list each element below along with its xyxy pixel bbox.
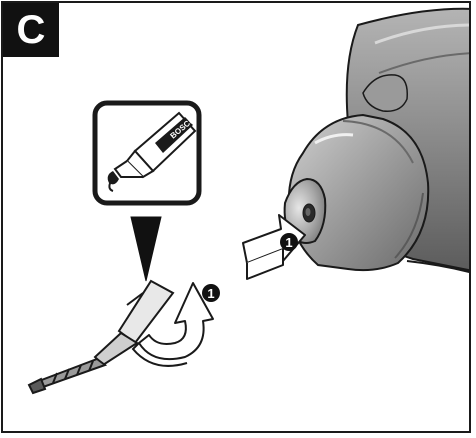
- figure-frame: C: [1, 1, 471, 433]
- step-marker-insert-text: 1: [285, 235, 292, 250]
- pointer-triangle: [131, 217, 161, 281]
- step-marker-insert: 1: [280, 233, 298, 251]
- figure-label: C: [3, 3, 59, 57]
- step-marker-rotate-text: 1: [207, 286, 214, 301]
- illustration: 1 BOSCH: [3, 3, 471, 433]
- step-marker-rotate: 1: [202, 284, 220, 302]
- grease-callout: BOSCH: [95, 103, 199, 203]
